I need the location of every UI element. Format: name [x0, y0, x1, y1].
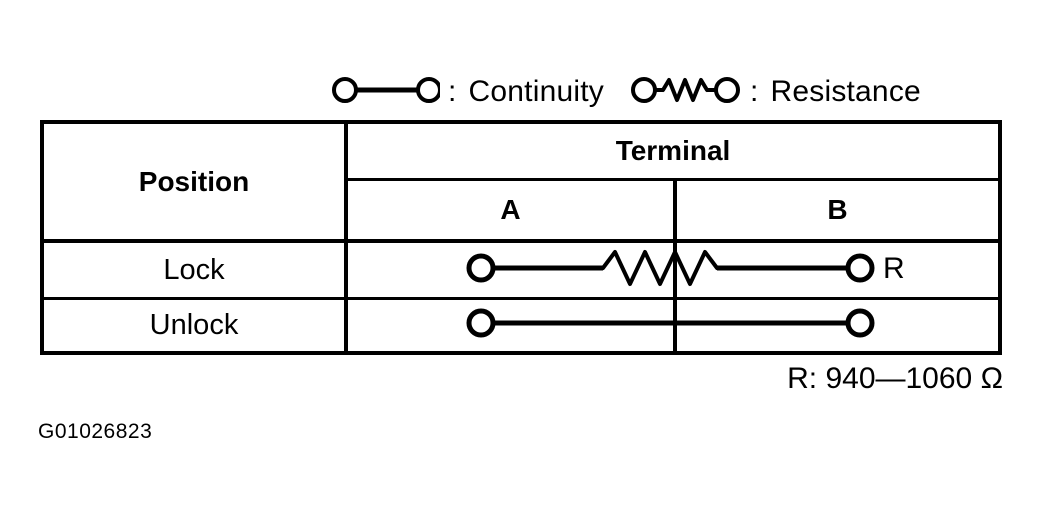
legend-continuity-label: Continuity [468, 75, 604, 108]
table-border-left [40, 120, 44, 355]
circle-resistor-circle-icon [630, 73, 742, 112]
header-terminal-b-label: B [827, 194, 848, 225]
legend: : Continuity : Resistance [330, 70, 925, 114]
row-label-lock: Lock [44, 243, 344, 297]
table-rule-header [40, 239, 1002, 243]
table-border-top [40, 120, 1002, 124]
table-border-right [998, 120, 1002, 355]
row-lock-resistance-annotation: R [883, 252, 905, 285]
figure-id-label: G01026823 [38, 420, 153, 443]
table-divider-terminal-ab [673, 178, 677, 355]
header-terminal-a-label: A [500, 194, 521, 225]
header-position-label: Position [138, 165, 250, 197]
table-border-bottom [40, 351, 1002, 355]
header-terminal-b: B [677, 181, 998, 239]
legend-continuity-separator: : [448, 75, 457, 108]
header-position: Position [44, 124, 344, 239]
terminal-continuity-table: Position Terminal A B Lock [40, 120, 1002, 355]
header-terminal-label: Terminal [615, 135, 731, 166]
circle-line-circle-icon [330, 73, 442, 112]
row-lock-circuit [40, 242, 1002, 298]
legend-resistance-separator: : [749, 75, 759, 108]
resistance-spec-note: R: 940—1060 Ω [787, 362, 1003, 395]
table-rule-terminal-sub [344, 178, 1002, 181]
table-divider-position [344, 120, 348, 355]
row-unlock-circuit [40, 299, 1002, 351]
header-terminal: Terminal [348, 124, 998, 178]
row-label-unlock: Unlock [44, 300, 344, 351]
legend-resistance-label: Resistance [770, 75, 921, 108]
row-unlock-position: Unlock [149, 309, 239, 341]
header-terminal-a: A [348, 181, 673, 239]
row-lock-position: Lock [163, 253, 225, 286]
table-rule-lock-unlock [40, 297, 1002, 300]
